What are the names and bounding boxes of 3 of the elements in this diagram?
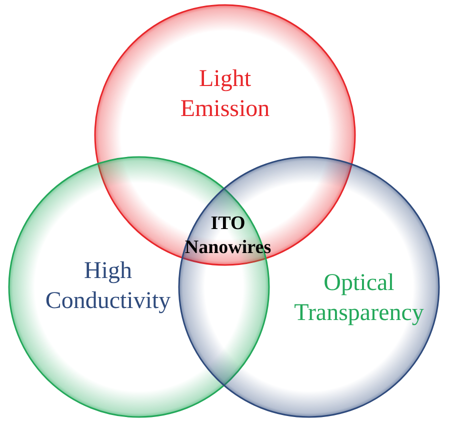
set-label: Light Emission bbox=[179, 65, 271, 124]
set-label: High Conductivity bbox=[44, 257, 172, 316]
set-label: Optical Transparency bbox=[293, 269, 425, 328]
